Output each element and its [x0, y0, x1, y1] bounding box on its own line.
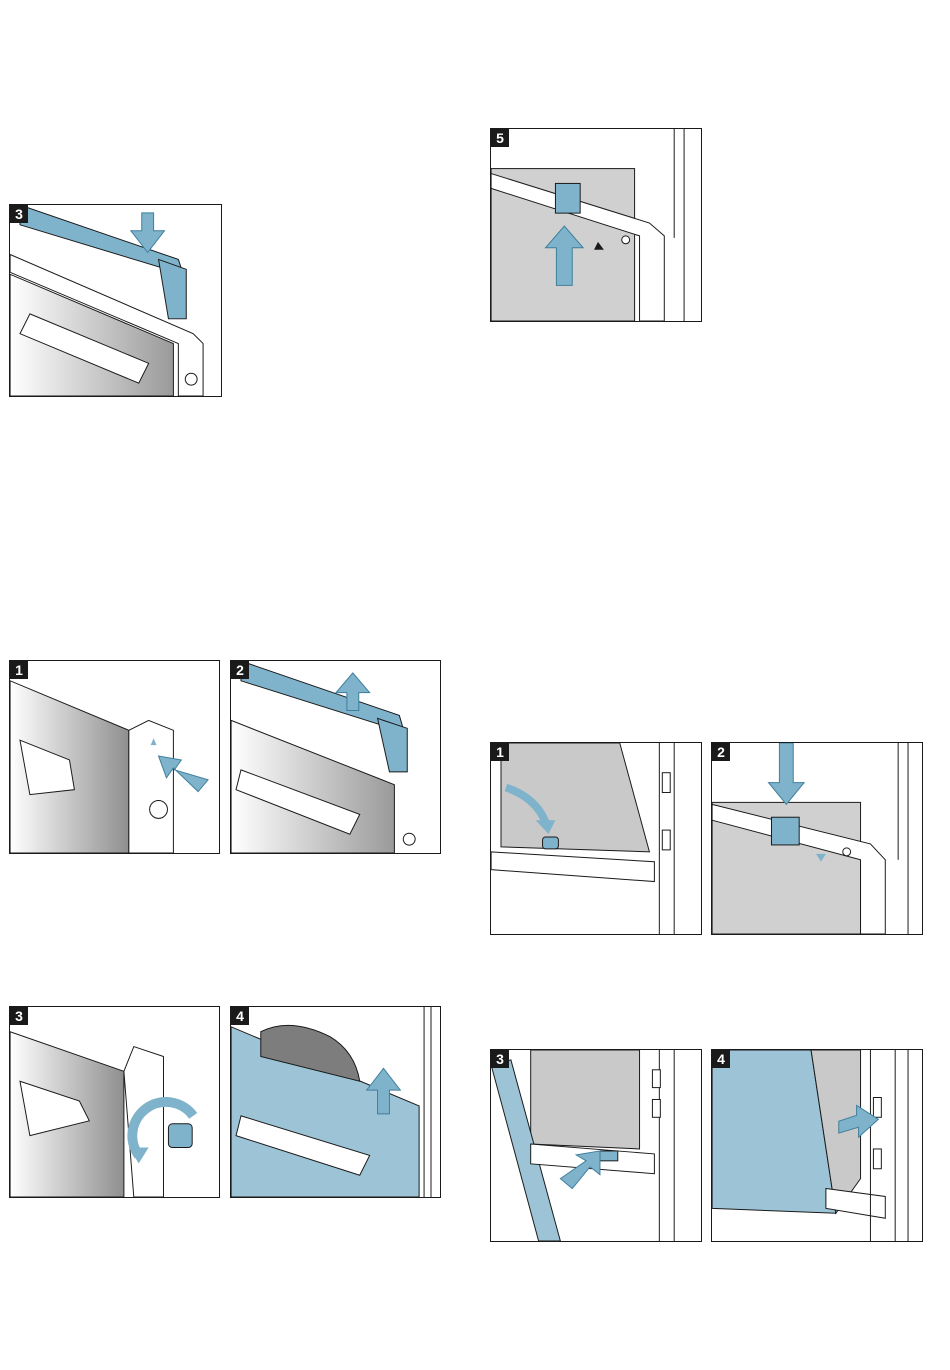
- figure-d2: 2: [711, 742, 923, 935]
- step-number: 3: [10, 205, 28, 223]
- illustration-hinge-clip: [491, 743, 701, 934]
- figure-d3: 3: [490, 1049, 702, 1242]
- step-number: 2: [712, 743, 730, 761]
- illustration-clip-press: [10, 205, 221, 396]
- illustration-hinge-lever: [491, 129, 701, 321]
- step-number: 4: [231, 1007, 249, 1025]
- step-number: 3: [491, 1050, 509, 1068]
- step-number: 1: [10, 661, 28, 679]
- figure-c2: 2: [230, 660, 441, 854]
- step-number: 3: [10, 1007, 28, 1025]
- step-number: 5: [491, 129, 509, 147]
- step-number: 2: [231, 661, 249, 679]
- illustration-hinge-press: [712, 743, 922, 934]
- illustration-screw: [10, 1007, 219, 1197]
- arrow-down-icon: [769, 743, 805, 804]
- step-number: 4: [712, 1050, 730, 1068]
- illustration-side-catch: [10, 661, 219, 853]
- figure-a3: 3: [9, 204, 222, 397]
- figure-c4: 4: [230, 1006, 441, 1198]
- figure-d4: 4: [711, 1049, 923, 1242]
- screw-icon: [168, 1124, 192, 1148]
- illustration-pane-insert: [491, 1050, 701, 1241]
- figure-c3: 3: [9, 1006, 220, 1198]
- illustration-pane-lift: [231, 1007, 440, 1197]
- illustration-trim-lift: [231, 661, 440, 853]
- figure-b5: 5: [490, 128, 702, 322]
- illustration-pane-slide: [712, 1050, 922, 1241]
- figure-d1: 1: [490, 742, 702, 935]
- step-number: 1: [491, 743, 509, 761]
- figure-c1: 1: [9, 660, 220, 854]
